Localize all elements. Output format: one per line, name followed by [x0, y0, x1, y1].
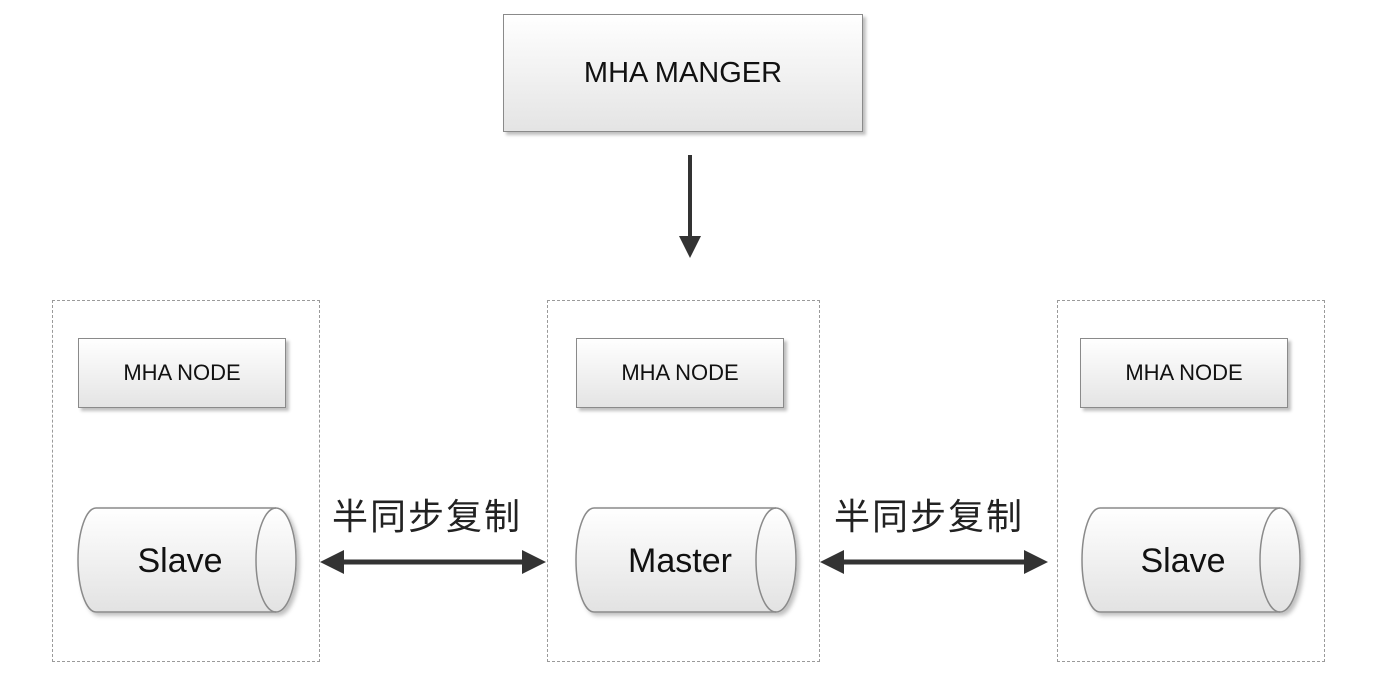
replication-arrow-left: [320, 550, 546, 574]
mha-node-label: MHA NODE: [1125, 360, 1243, 385]
server-group-right: [1057, 300, 1325, 662]
mha-node-label: MHA NODE: [123, 360, 241, 385]
mha-node-box-center: MHA NODE: [576, 338, 784, 408]
server-group-left: [52, 300, 320, 662]
replication-label-left: 半同步复制: [332, 497, 523, 538]
server-group-center: [547, 300, 820, 662]
mha-node-box-left: MHA NODE: [78, 338, 286, 408]
mha-node-label: MHA NODE: [621, 360, 739, 385]
replication-arrow-right: [820, 550, 1048, 574]
mha-manager-box: MHA MANGER: [503, 14, 863, 132]
manager-to-master-arrow: [679, 155, 701, 258]
mha-node-box-right: MHA NODE: [1080, 338, 1288, 408]
mha-manager-label: MHA MANGER: [583, 56, 783, 89]
replication-label-right: 半同步复制: [834, 497, 1025, 538]
